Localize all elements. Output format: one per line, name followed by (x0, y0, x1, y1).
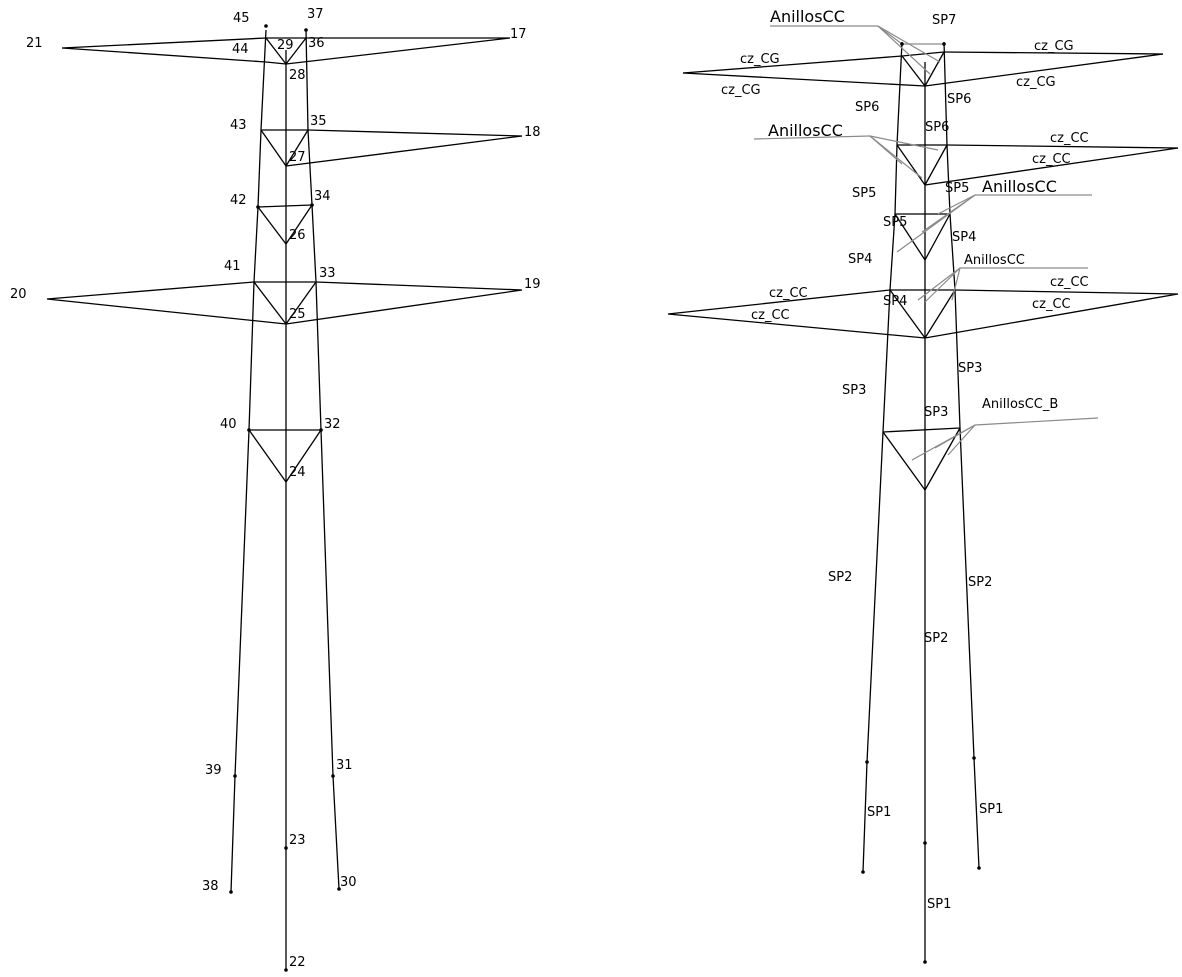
node-label: 31 (336, 758, 353, 773)
node-label: 45 (233, 11, 250, 26)
node-label: 41 (224, 259, 241, 274)
member-label-sp6: SP6 (855, 100, 879, 115)
node-label: 43 (230, 118, 247, 133)
member-label-cz-cg: cz_CG (1016, 75, 1056, 90)
node-label: 23 (289, 833, 306, 848)
node-label: 25 (289, 307, 306, 322)
member-label-sp2: SP2 (828, 570, 852, 585)
node-label: 36 (308, 36, 325, 51)
member-label-anillos-cc: AnillosCC (768, 121, 843, 140)
insulator-rings (753, 25, 1099, 461)
member-label-sp2: SP2 (968, 575, 992, 590)
node-label: 28 (289, 68, 306, 83)
member-label-cz-cc: cz_CC (1050, 275, 1089, 290)
node-label: 34 (314, 189, 331, 204)
node-label: 17 (510, 27, 527, 42)
node-label: 37 (307, 7, 324, 22)
left-tower: 17 18 19 20 21 22 23 24 25 26 27 28 29 3… (10, 7, 541, 972)
node-label: 30 (340, 875, 357, 890)
left-tower-node-points (229, 24, 341, 972)
node-label: 40 (220, 417, 237, 432)
member-label-anillos-cc-b: AnillosCC_B (982, 397, 1058, 412)
node-label: 27 (289, 150, 306, 165)
node-label: 19 (524, 277, 541, 292)
member-label-cz-cg: cz_CG (721, 83, 761, 98)
member-label-sp2: SP2 (924, 631, 948, 646)
member-label-sp3: SP3 (958, 361, 982, 376)
member-label-sp3: SP3 (924, 405, 948, 420)
member-label-anillos-cc: AnillosCC (982, 177, 1057, 196)
member-label-cz-cg: cz_CG (740, 52, 780, 67)
member-label-sp4: SP4 (883, 294, 907, 309)
left-tower-node-labels: 17 18 19 20 21 22 23 24 25 26 27 28 29 3… (10, 7, 541, 970)
member-label-sp3: SP3 (842, 383, 866, 398)
right-tower-lines (667, 41, 1179, 962)
node-label: 35 (310, 114, 327, 129)
node-label: 20 (10, 287, 27, 302)
node-label: 29 (277, 38, 294, 53)
right-tower-node-points (861, 42, 981, 964)
member-label-sp1: SP1 (979, 802, 1003, 817)
member-label-sp1: SP1 (867, 805, 891, 820)
left-tower-lines (46, 29, 523, 970)
member-label-sp5: SP5 (945, 181, 969, 196)
node-label: 33 (319, 266, 336, 281)
node-label: 44 (232, 42, 249, 57)
member-label-sp6: SP6 (947, 92, 971, 107)
member-label-sp1: SP1 (927, 897, 951, 912)
node-label: 22 (289, 955, 306, 970)
node-label: 32 (324, 417, 341, 432)
member-label-cz-cg: cz_CG (1034, 39, 1074, 54)
member-label-cz-cc: cz_CC (1032, 152, 1071, 167)
node-label: 38 (202, 879, 219, 894)
right-tower: SP1 SP1 SP1 SP2 SP2 SP2 SP3 SP3 SP3 SP4 … (667, 7, 1179, 964)
member-label-sp4: SP4 (952, 230, 976, 245)
member-label-sp5: SP5 (852, 186, 876, 201)
node-label: 24 (289, 465, 306, 480)
right-tower-member-labels: SP1 SP1 SP1 SP2 SP2 SP2 SP3 SP3 SP3 SP4 … (721, 7, 1089, 912)
member-label-sp7: SP7 (932, 13, 956, 28)
member-label-cz-cc: cz_CC (769, 286, 808, 301)
member-label-cz-cc: cz_CC (751, 308, 790, 323)
node-label: 18 (524, 125, 541, 140)
member-label-cz-cc: cz_CC (1032, 297, 1071, 312)
member-label-anillos-cc: AnillosCC (770, 7, 845, 26)
member-label-cz-cc: cz_CC (1050, 131, 1089, 146)
member-label-sp6: SP6 (925, 120, 949, 135)
member-label-sp4: SP4 (848, 252, 872, 267)
member-label-anillos-cc: AnillosCC (964, 253, 1025, 268)
node-label: 21 (26, 36, 43, 51)
member-label-sp5: SP5 (883, 215, 907, 230)
node-label: 26 (289, 228, 306, 243)
node-label: 42 (230, 193, 247, 208)
node-label: 39 (205, 763, 222, 778)
